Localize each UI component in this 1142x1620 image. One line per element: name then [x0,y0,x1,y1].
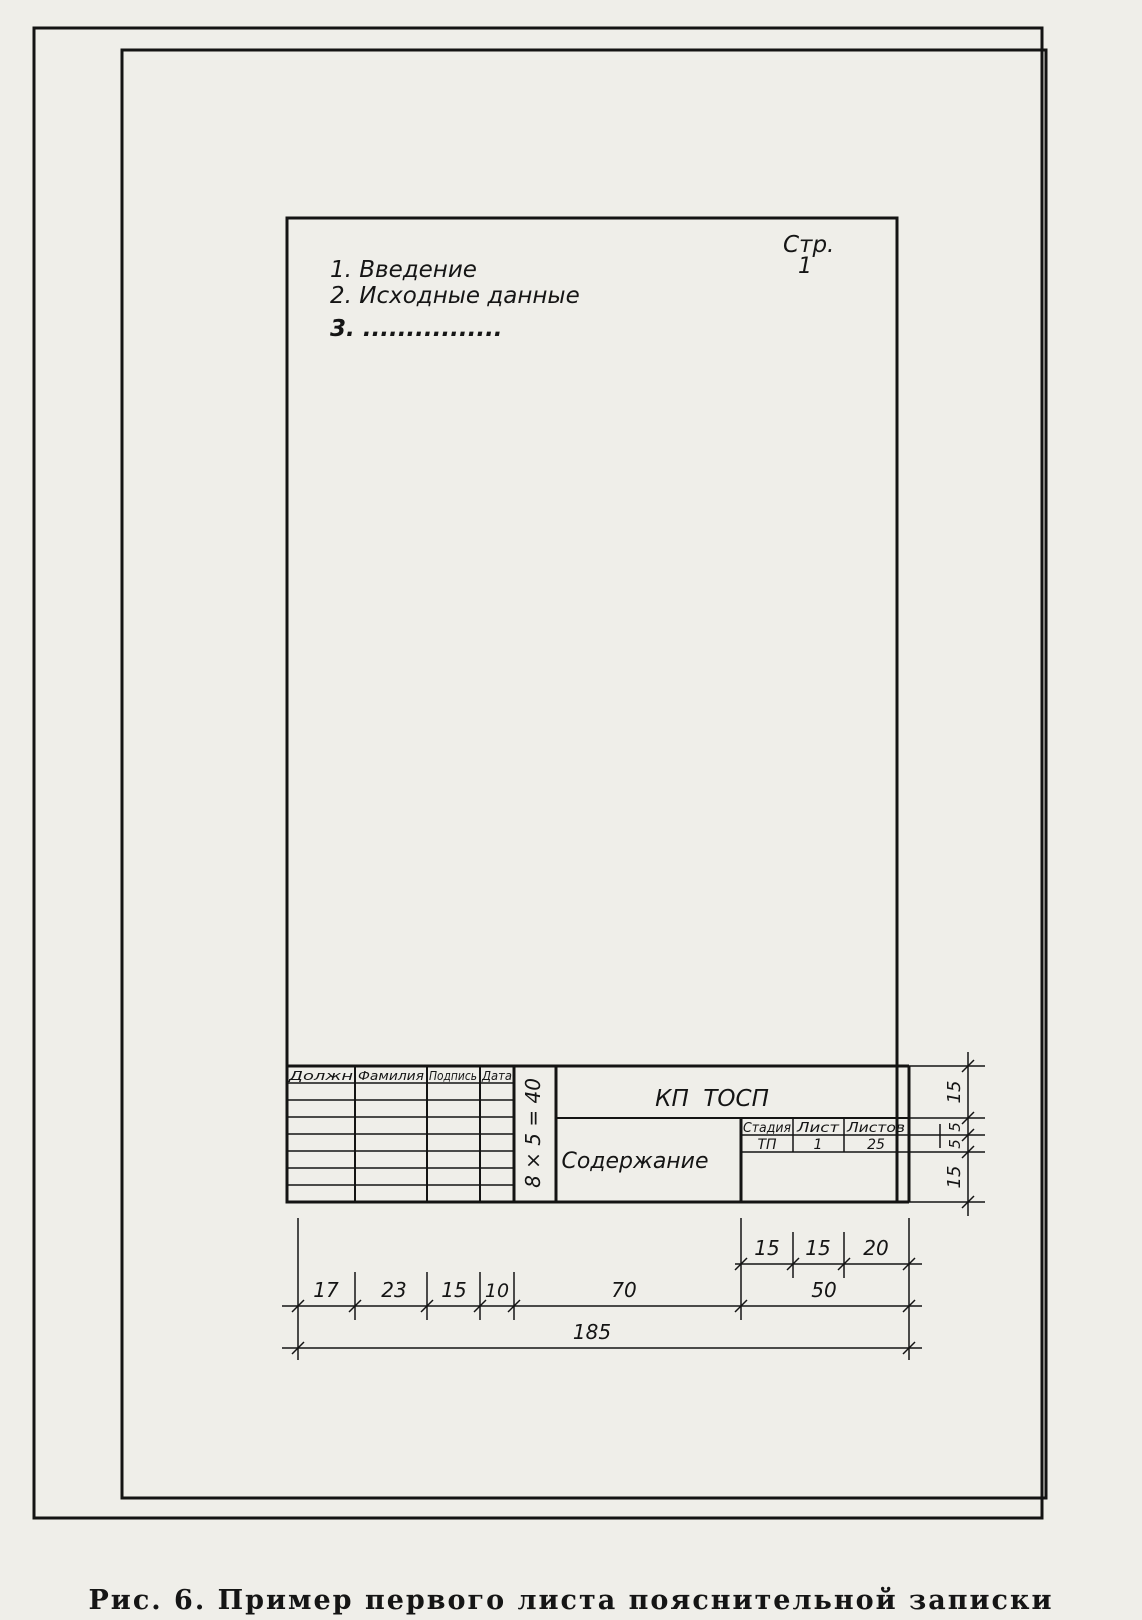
dimension-70: 70 [611,1278,636,1302]
dimension-23: 23 [381,1278,406,1302]
document-code: КП ТОСП [655,1086,769,1112]
sheet-value: 1 [814,1137,823,1153]
contents-item-3: 3. ................ [330,316,503,342]
stage-header: Стадия [743,1121,791,1136]
stage-value: ТП [757,1137,777,1153]
header-signature: Подпись [429,1069,477,1083]
title-block [287,1064,911,1204]
right-dimension-lines [909,1052,985,1216]
figure-caption: Рис. 6. Пример первого листа пояснительн… [88,1585,1054,1616]
rows-dimension-label: 8 × 5 = 40 [521,1078,545,1188]
sheet-frame [285,216,899,1204]
header-date: Дата [481,1069,512,1083]
right-dimension-15-bottom: 15 [944,1166,965,1189]
dimension-15-a: 15 [754,1236,779,1260]
document-title: Содержание [561,1149,708,1174]
right-dimension-15-top: 15 [944,1081,965,1104]
dimension-10: 10 [485,1280,509,1302]
right-dimension-5-b: 5 [946,1139,964,1149]
page-label: Стр. [783,232,834,258]
page-number: 1 [798,254,812,279]
right-dimension-5-a: 5 [946,1122,964,1132]
dimension-20: 20 [863,1236,888,1260]
dimension-185: 185 [573,1320,611,1344]
dimension-15-b: 15 [805,1236,830,1260]
dimension-17: 17 [313,1278,339,1302]
contents-item-2: 2. Исходные данные [330,283,580,309]
header-surname: Фамилия [358,1069,424,1083]
contents-item-1: 1. Введение [330,257,477,283]
sheets-value: 25 [867,1137,885,1153]
dimension-15-c: 15 [441,1278,466,1302]
sheets-header: Листов [846,1121,905,1136]
dimension-50: 50 [811,1278,836,1302]
outer-frame [32,26,1044,1520]
sheet-header: Лист [796,1121,840,1136]
header-position: Должн [288,1069,354,1083]
inner-frame [120,48,1048,1500]
bottom-dimension-lines [282,1218,922,1360]
